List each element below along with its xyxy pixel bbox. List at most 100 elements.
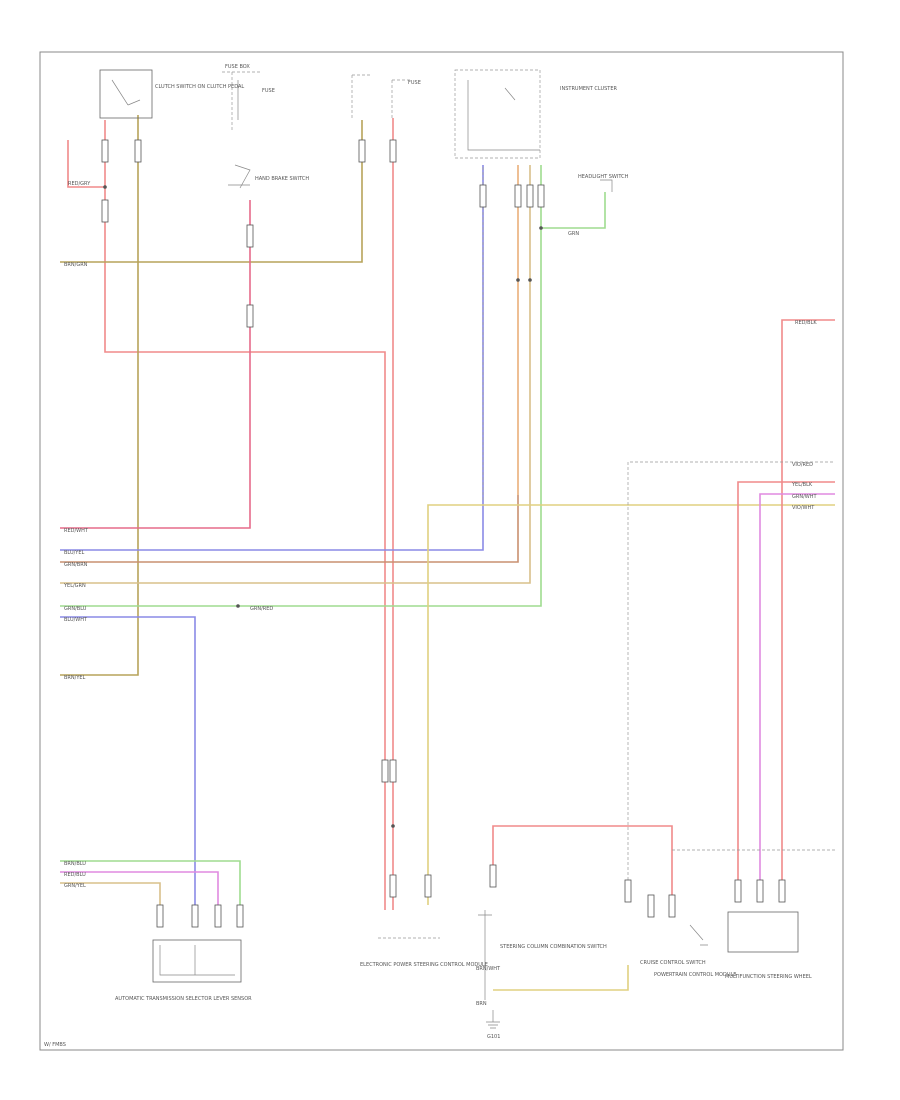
wire-olive-left bbox=[60, 115, 139, 676]
connector bbox=[734, 879, 742, 903]
wire-yellow-steering bbox=[427, 504, 835, 905]
wire-label: BRN/GRN bbox=[64, 262, 88, 268]
connector bbox=[514, 184, 522, 208]
fuse-box-outline bbox=[222, 71, 262, 130]
wire-green-cluster bbox=[60, 165, 542, 607]
steering-switch-outline bbox=[478, 910, 492, 1000]
wire-green-selector bbox=[60, 860, 241, 905]
wire-label: RED/WHT bbox=[64, 528, 89, 534]
connector bbox=[101, 139, 109, 163]
connector bbox=[647, 894, 655, 918]
splice-dot bbox=[236, 604, 240, 608]
wire-red-right bbox=[781, 319, 835, 885]
wire-blue-cluster bbox=[60, 165, 484, 551]
component-label: AUTOMATIC TRANSMISSION SELECTOR LEVER SE… bbox=[115, 996, 252, 1002]
wire-label: RED/BLK bbox=[795, 320, 817, 326]
wire-label: VIO/WHT bbox=[792, 505, 815, 511]
connector bbox=[489, 864, 497, 888]
connector bbox=[246, 304, 254, 328]
connector bbox=[214, 904, 222, 928]
connector bbox=[424, 874, 432, 898]
component-label: HEADLIGHT SWITCH bbox=[578, 174, 629, 180]
wire-red-bottom bbox=[492, 825, 673, 895]
wire-label: GRN bbox=[568, 231, 579, 237]
wire-yellow-ground bbox=[493, 965, 629, 991]
instrument-cluster-box bbox=[454, 69, 541, 159]
wire-label: GRN/BRN bbox=[64, 562, 88, 568]
connector bbox=[358, 139, 366, 163]
clutch-switch-box bbox=[99, 69, 153, 119]
wire-label-group: RED/GRY BRN/GRN RED/WHT BLU/YEL GRN/BRN … bbox=[63, 181, 817, 1007]
wire-label: VIO/RED bbox=[792, 462, 813, 468]
wire-label: YEL/BLK bbox=[791, 482, 813, 488]
component-label: CRUISE CONTROL SWITCH bbox=[640, 960, 706, 966]
component-label: G101 bbox=[487, 1034, 500, 1040]
connector bbox=[156, 904, 164, 928]
wire-label: RED/BLU bbox=[64, 872, 86, 878]
wire-label: BLU/YEL bbox=[64, 550, 85, 556]
component-label: MULTIFUNCTION STEERING WHEEL bbox=[725, 974, 812, 980]
connector bbox=[246, 224, 254, 248]
wire-red-left bbox=[67, 140, 386, 360]
wire-green-brake bbox=[541, 192, 606, 229]
connector-group bbox=[101, 139, 786, 928]
component-label-group: CLUTCH SWITCH ON CLUTCH PEDAL FUSE BOX F… bbox=[115, 64, 812, 1040]
splice-dot bbox=[391, 824, 395, 828]
diagram-footer: W/ FMBS bbox=[44, 1042, 66, 1048]
connector bbox=[479, 184, 487, 208]
connector bbox=[389, 874, 397, 898]
splice-dot bbox=[528, 278, 532, 282]
component-label: FUSE BOX bbox=[225, 64, 250, 70]
wire-label: GRN/RED bbox=[250, 606, 273, 612]
connector bbox=[389, 139, 397, 163]
wire-group bbox=[60, 115, 835, 991]
wire-tan-selector bbox=[60, 882, 161, 905]
splice-dot bbox=[103, 185, 107, 189]
connector bbox=[381, 759, 389, 783]
clutch-switch-contact bbox=[111, 79, 141, 106]
wire-olive-fuse bbox=[60, 120, 363, 263]
connector bbox=[624, 879, 632, 903]
pcm-switch bbox=[689, 924, 708, 946]
component-label: STEERING COLUMN COMBINATION SWITCH bbox=[500, 944, 607, 950]
component-label: INSTRUMENT CLUSTER bbox=[560, 86, 618, 92]
wire-tan-cluster bbox=[60, 165, 531, 584]
connector bbox=[236, 904, 244, 928]
connector bbox=[191, 904, 199, 928]
connector bbox=[101, 199, 109, 223]
splice-dot bbox=[516, 278, 520, 282]
cluster-internal bbox=[467, 80, 540, 151]
handbrake-switch bbox=[228, 164, 251, 189]
splice-group bbox=[103, 185, 543, 828]
connector bbox=[389, 759, 397, 783]
wire-label: BRN bbox=[476, 1001, 487, 1007]
component-label: HAND BRAKE SWITCH bbox=[255, 176, 309, 182]
wire-red-handbrake bbox=[60, 200, 251, 529]
wire-label: BRN/YEL bbox=[64, 675, 86, 681]
wire-label: YEL/GRN bbox=[63, 583, 86, 589]
connector bbox=[778, 879, 786, 903]
wire-label: RED/GRY bbox=[68, 181, 91, 187]
selector-sensor-inner bbox=[159, 945, 235, 976]
wire-label: BRN/WHT bbox=[476, 966, 501, 972]
connector bbox=[134, 139, 142, 163]
wire-label: GRN/BLU bbox=[64, 606, 87, 612]
component-label: ELECTRONIC POWER STEERING CONTROL MODULE bbox=[360, 962, 488, 968]
wire-label: GRN/WHT bbox=[792, 494, 817, 500]
wire-pink-right bbox=[759, 493, 835, 885]
wire-label: GRN/YEL bbox=[64, 883, 86, 889]
connector bbox=[668, 894, 676, 918]
steering-wheel-box bbox=[727, 911, 799, 953]
component-label: FUSE bbox=[408, 80, 421, 86]
wire-red-right-b bbox=[737, 481, 835, 885]
component-label: POWERTRAIN CONTROL MODULE bbox=[654, 972, 736, 978]
headlight-switch-shape bbox=[600, 179, 613, 192]
connector bbox=[537, 184, 545, 208]
connector bbox=[756, 879, 764, 903]
component-label: CLUTCH SWITCH ON CLUTCH PEDAL bbox=[155, 84, 244, 90]
selector-sensor-box bbox=[152, 939, 242, 983]
shield-line-right bbox=[627, 461, 835, 890]
wire-label: BRN/BLU bbox=[64, 861, 86, 867]
fuse-symbol-3 bbox=[391, 79, 412, 118]
diagram-frame bbox=[39, 51, 844, 1051]
